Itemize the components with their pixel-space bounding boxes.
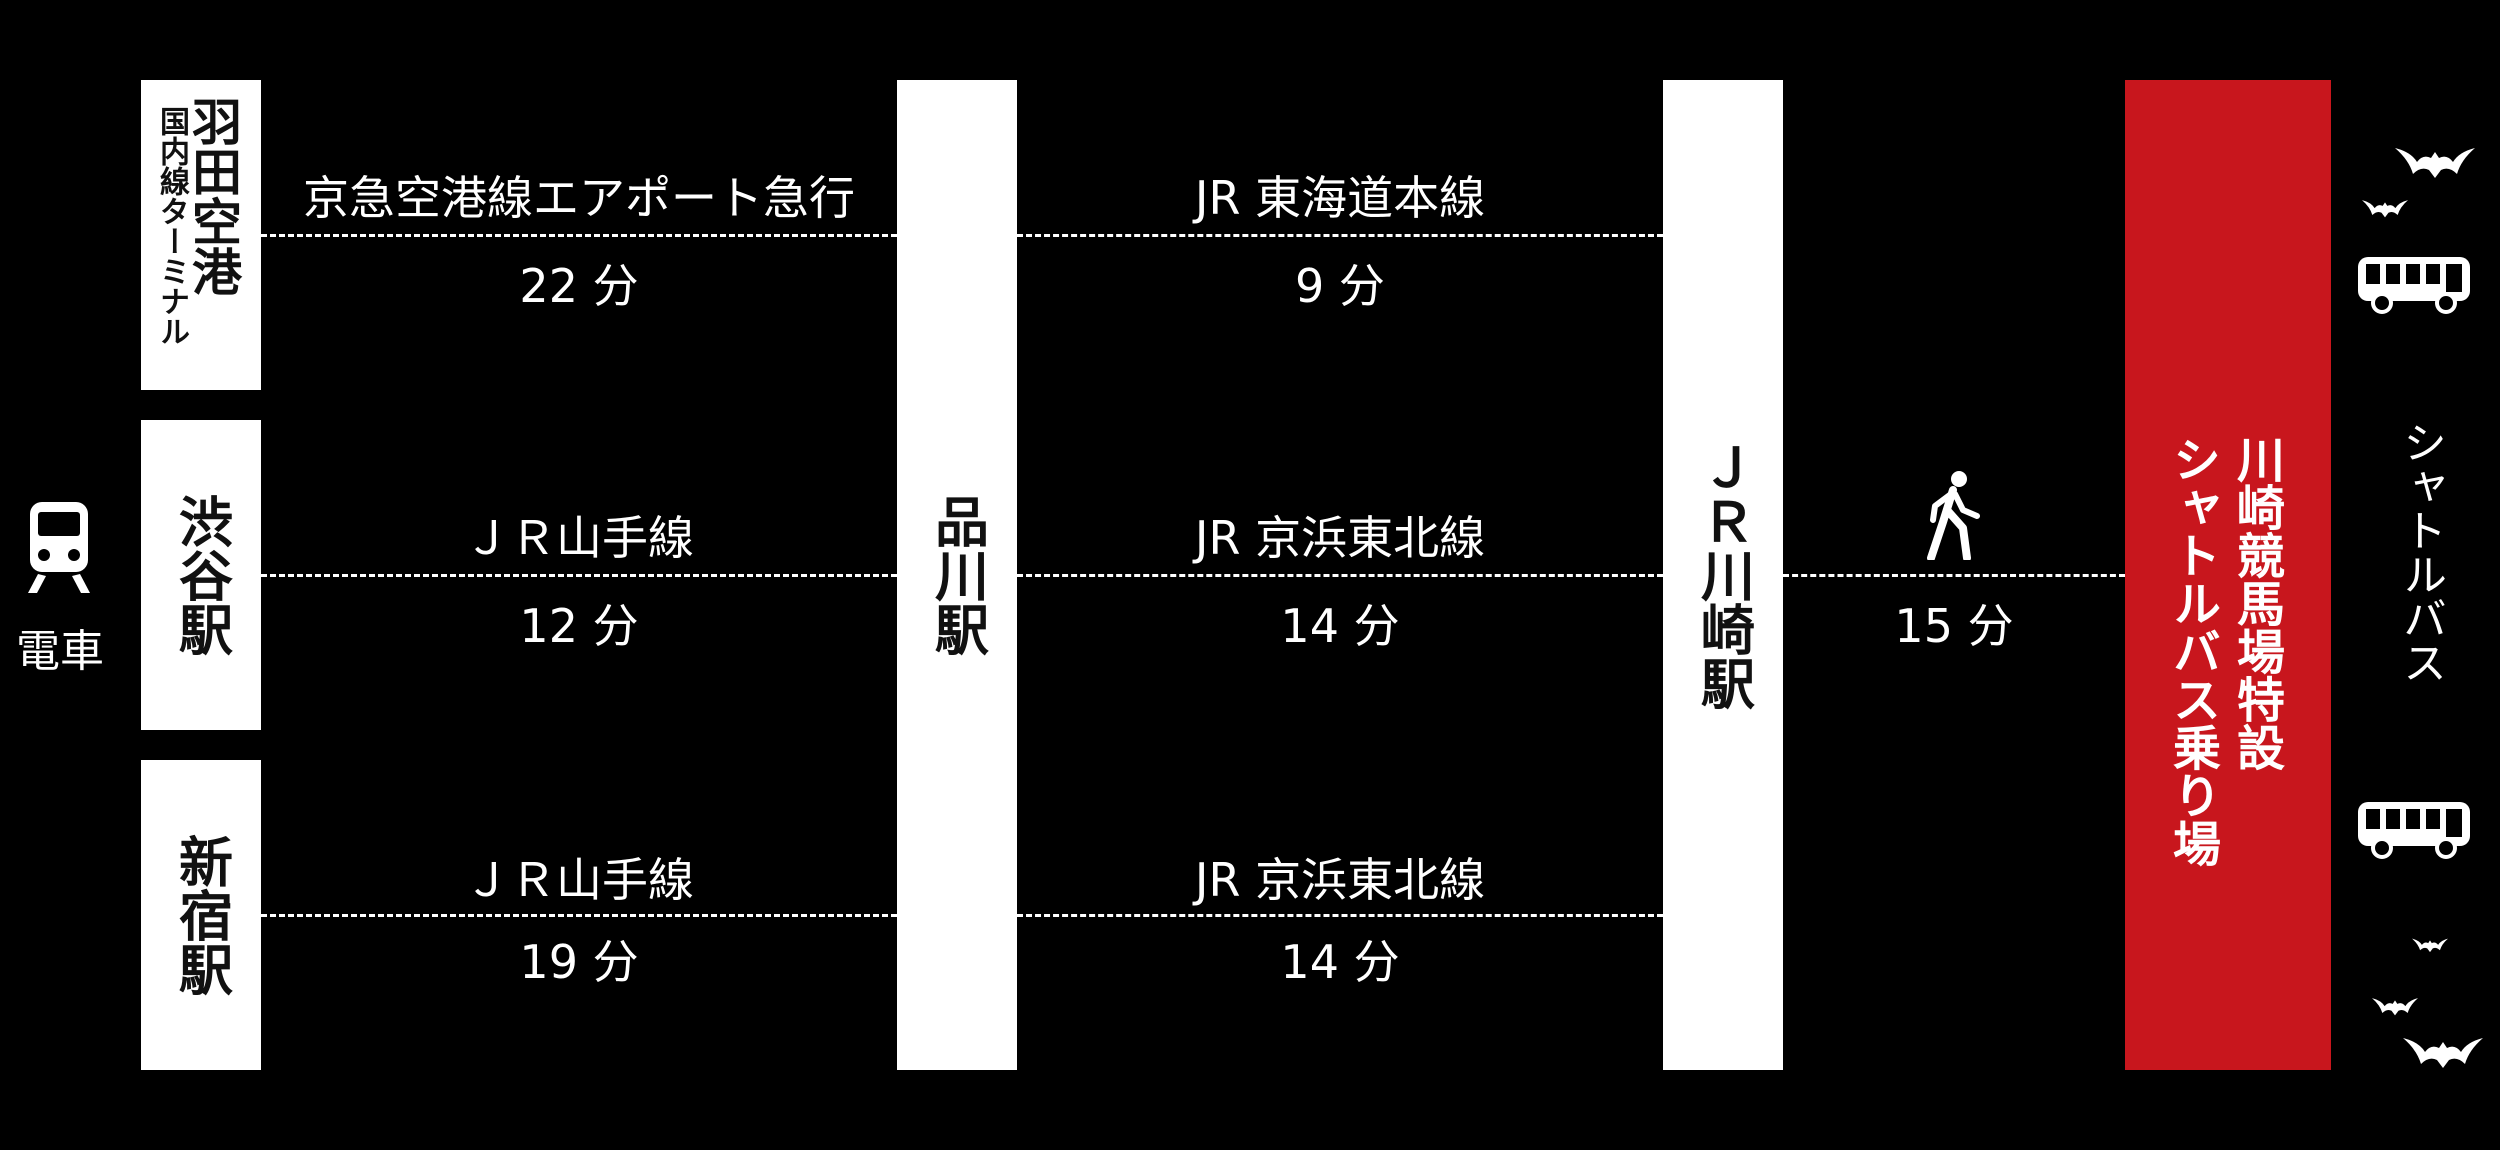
keihin-time-label-2: 14 分 xyxy=(1280,935,1400,989)
shinjuku-time-label: 19 分 xyxy=(519,935,639,989)
bat-icon xyxy=(2362,195,2408,223)
tokaido-line-label: JR 東海道本線 xyxy=(1194,171,1486,225)
line-kawasaki-destination xyxy=(1783,574,2125,577)
shinjuku-line-label: ＪＲ山手線 xyxy=(464,853,694,907)
bat-icon xyxy=(2412,935,2448,957)
shinjuku-box: 新宿駅 xyxy=(141,760,261,1070)
shibuya-box: 渋谷駅 xyxy=(141,420,261,730)
tokaido-time-label: 9 分 xyxy=(1295,259,1385,313)
destination-line1: 川崎競馬場特設 xyxy=(2228,435,2284,771)
train-label: 電車 xyxy=(16,626,104,677)
keihin-line-label-2: JR 京浜東北線 xyxy=(1194,853,1486,907)
destination-box: 川崎競馬場特設 シャトルバス乗り場 xyxy=(2125,80,2331,1070)
line-shinjuku-shinagawa xyxy=(261,914,897,917)
line-haneda-shinagawa xyxy=(261,234,897,237)
haneda-line-label: 京急空港線エアポート急行 xyxy=(303,171,855,225)
keihin-time-label-1: 14 分 xyxy=(1280,599,1400,653)
shinagawa-box: 品川駅 xyxy=(897,80,1017,1070)
line-shibuya-shinagawa xyxy=(261,574,897,577)
line-shinagawa-kawasaki-top xyxy=(1017,234,1663,237)
walking-person-icon xyxy=(1923,470,1985,562)
bat-icon xyxy=(2400,1030,2486,1074)
shibuya-time-label: 12 分 xyxy=(519,599,639,653)
shuttle-bus-label: シャトルバス xyxy=(2395,420,2446,684)
haneda-subtitle: 国内線ターミナル xyxy=(154,106,189,346)
bat-icon xyxy=(2395,140,2475,184)
bus-icon xyxy=(2356,800,2472,864)
haneda-box: 羽田空港 国内線ターミナル xyxy=(141,80,261,390)
bat-icon xyxy=(2372,990,2418,1024)
keihin-line-label-1: JR 京浜東北線 xyxy=(1194,511,1486,565)
bus-icon xyxy=(2356,255,2472,319)
walk-time-label: 15 分 xyxy=(1894,599,2014,653)
kawasaki-prefix: ＪＲ xyxy=(1691,440,1755,548)
kawasaki-name: 川崎駅 xyxy=(1691,548,1755,710)
destination-line2: シャトルバス乗り場 xyxy=(2164,435,2220,867)
line-shinagawa-kawasaki-bot xyxy=(1017,914,1663,917)
train-icon xyxy=(24,500,94,595)
shibuya-line-label: ＪＲ山手線 xyxy=(464,511,694,565)
line-shinagawa-kawasaki-mid xyxy=(1017,574,1663,577)
haneda-title: 羽田空港 xyxy=(184,96,242,296)
haneda-time-label: 22 分 xyxy=(519,259,639,313)
